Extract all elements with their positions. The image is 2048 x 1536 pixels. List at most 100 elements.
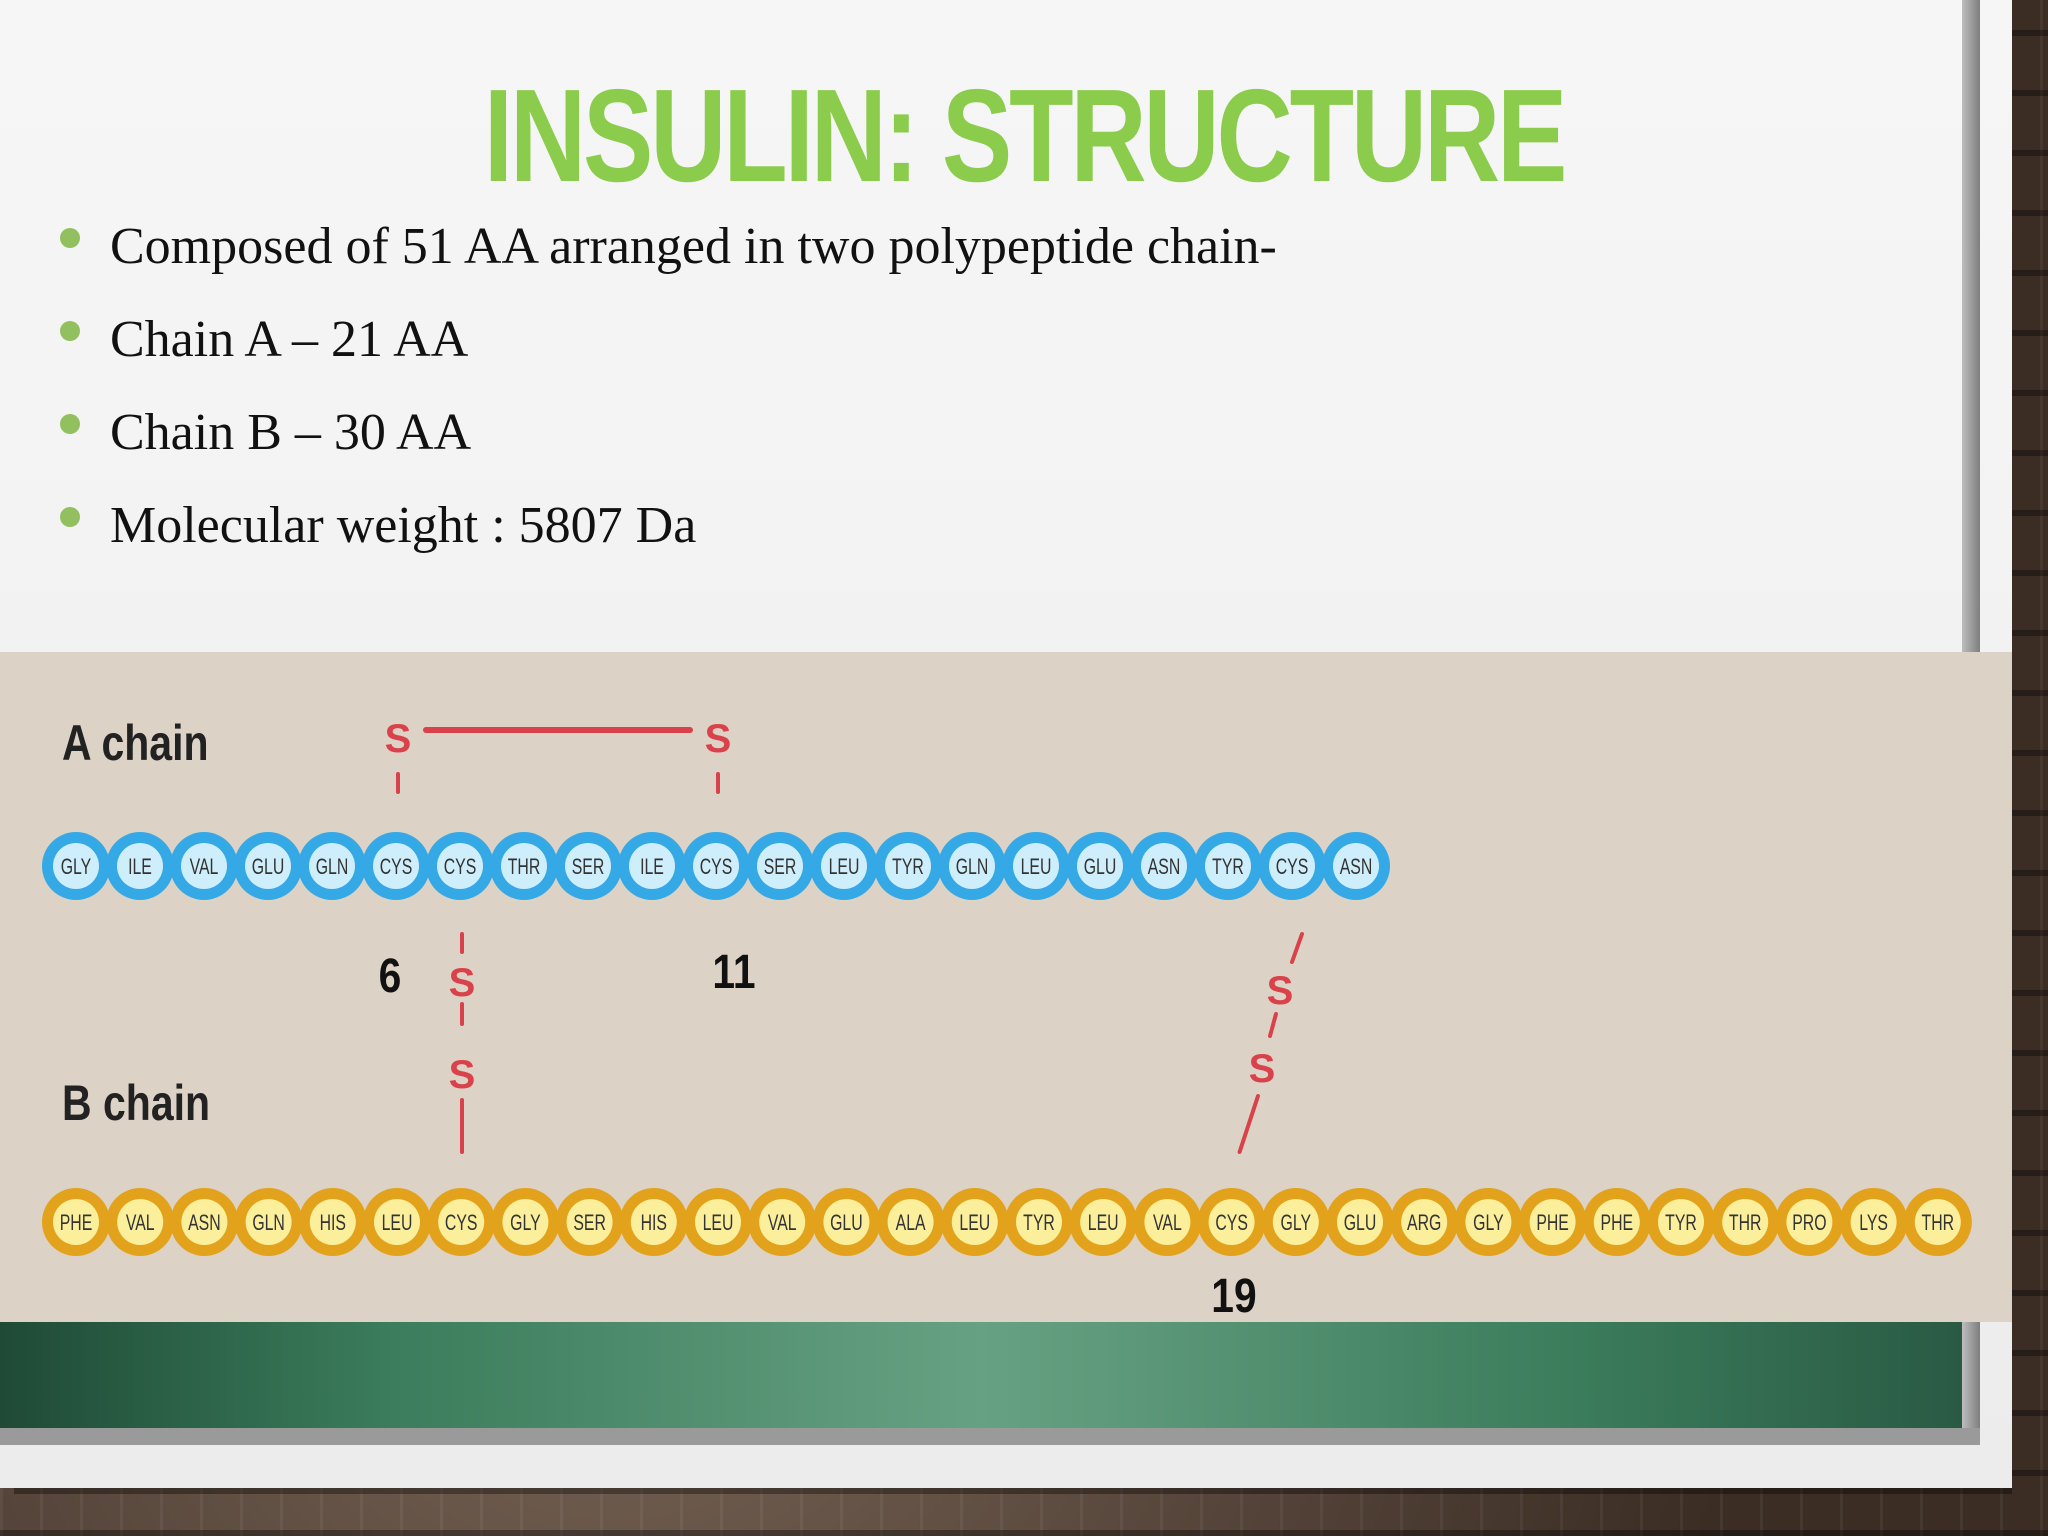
a-chain-residue-core [885, 843, 931, 889]
a-chain-residue-label: GLU [1084, 856, 1117, 880]
a-chain-residue-core [437, 843, 483, 889]
b-chain-residue-label: VAL [768, 1212, 797, 1236]
b-chain-residue: LYS [1839, 1188, 1908, 1256]
b-chain-residue: LEU [684, 1188, 752, 1256]
b-chain-residue: ALA [876, 1188, 945, 1256]
a-chain-residue: GLN [938, 832, 1006, 900]
a-chain-residue-core [629, 843, 675, 889]
bullet-dot-icon [60, 507, 80, 527]
disulfide-bond-line [1290, 932, 1304, 964]
b-chain-residue-core [887, 1199, 934, 1245]
a-chain-residue-label: ASN [1340, 856, 1373, 880]
b-chain-residue-core [1658, 1199, 1704, 1245]
b-chain-residue: CYS [1197, 1188, 1266, 1256]
b-chain-residue-core [502, 1199, 549, 1245]
b-chain-residue-core [1208, 1199, 1255, 1245]
b-chain-residue-core [1850, 1199, 1897, 1245]
a-chain-residue: CYS [1258, 832, 1326, 900]
b-chain-residue-core [1786, 1199, 1833, 1245]
a-chain-residue-core [949, 843, 995, 889]
b-chain-residue: VAL [106, 1188, 175, 1256]
b-chain-residue-core [309, 1199, 356, 1245]
b-chain-residue-label: TYR [1665, 1212, 1697, 1236]
a-chain-residue: SER [746, 832, 814, 900]
b-chain-residue-label: PRO [1792, 1212, 1826, 1236]
b-chain-label: B chain [62, 1075, 210, 1131]
a-chain-residue-label: SER [764, 856, 797, 880]
b-chain-residue-core [630, 1199, 677, 1245]
b-chain-residue: VAL [1133, 1188, 1202, 1256]
b-chain-residue: PHE [42, 1188, 110, 1256]
b-chain-residue-core [1016, 1199, 1062, 1245]
b-chain-residue: LEU [940, 1188, 1009, 1256]
a-chain-residue-label: ILE [128, 856, 152, 880]
b-chain-residue-label: SER [573, 1212, 606, 1236]
a-chain-residue-label: VAL [190, 856, 219, 880]
footer-band [0, 1322, 1962, 1428]
b-chain-residue: VAL [748, 1188, 817, 1256]
bullet-item: Chain A – 21 AA [60, 303, 1910, 396]
a-chain-residue-core [1077, 843, 1123, 889]
disulfide-bond-line [1237, 1094, 1260, 1154]
b-chain-residue-label: ALA [896, 1212, 926, 1236]
a-chain-residue-label: GLU [252, 856, 285, 880]
b-chain-residue-label: GLY [1281, 1212, 1312, 1236]
a-chain-residue-label: TYR [1212, 856, 1244, 880]
b-chain-residue: TYR [1005, 1188, 1073, 1256]
b-chain-residue: ARG [1390, 1188, 1459, 1256]
a-chain-residue-label: GLN [316, 856, 349, 880]
bullet-text: Composed of 51 AA arranged in two polype… [110, 218, 1277, 275]
disulfide-bond-line [1268, 1012, 1278, 1038]
a-chain-residue-core [53, 843, 99, 889]
b-chain-residue-label: VAL [1153, 1212, 1182, 1236]
b-chain-residue: GLY [1454, 1188, 1523, 1256]
bullet-item: Molecular weight : 5807 Da [60, 489, 1910, 582]
slide: INSULIN: STRUCTURE Composed of 51 AA arr… [0, 0, 2012, 1488]
a-chain-residue: ILE [618, 832, 686, 900]
position-number-label: 6 [379, 950, 402, 1003]
b-chain-residue-label: PHE [1536, 1212, 1569, 1236]
b-chain-residue-core [566, 1199, 613, 1245]
b-chain-residue: GLU [812, 1188, 881, 1256]
a-chain-residue-core [373, 843, 419, 889]
b-chain-residue-label: TYR [1023, 1212, 1055, 1236]
b-chain-residue-label: PHE [1601, 1212, 1634, 1236]
a-chain-residue: ILE [106, 832, 174, 900]
b-chain-residue-core [823, 1199, 870, 1245]
b-chain-residue-core [1593, 1199, 1640, 1245]
a-chain-residue-label: THR [508, 856, 541, 880]
b-chain-residue-core [374, 1199, 420, 1245]
b-chain-residue-core [1914, 1199, 1961, 1245]
b-chain-residue: GLY [1261, 1188, 1330, 1256]
b-chain-residue-label: LEU [382, 1212, 413, 1236]
a-chain-residue: LEU [810, 832, 878, 900]
a-chain-residue-label: GLY [61, 856, 92, 880]
position-number-label: 19 [1211, 1270, 1256, 1322]
b-chain-residue: CYS [427, 1188, 496, 1256]
a-chain-residue-label: CYS [1276, 856, 1309, 880]
a-chain-residue-core [757, 843, 803, 889]
a-chain-residue-core [309, 843, 355, 889]
b-chain-residue: THR [1711, 1188, 1780, 1256]
b-chain-residue-core [1529, 1199, 1576, 1245]
b-chain-residue: PHE [1518, 1188, 1587, 1256]
a-chain-residue-label: LEU [1021, 856, 1052, 880]
b-chain-residue-core [117, 1199, 164, 1245]
bullet-text: Chain B – 30 AA [110, 404, 472, 461]
bullet-text: Chain A – 21 AA [110, 311, 469, 368]
b-chain-residue: SER [555, 1188, 624, 1256]
a-chain-residue: GLN [298, 832, 366, 900]
b-chain-residue-label: CYS [445, 1212, 478, 1236]
a-chain-residue-core [501, 843, 547, 889]
b-chain-residue-label: PHE [60, 1212, 93, 1236]
b-chain-residue: LEU [363, 1188, 431, 1256]
b-chain-residue-label: LEU [1088, 1212, 1119, 1236]
bullet-dot-icon [60, 414, 80, 434]
b-chain-residue-label: VAL [126, 1212, 155, 1236]
a-chain-residue: GLU [1066, 832, 1134, 900]
